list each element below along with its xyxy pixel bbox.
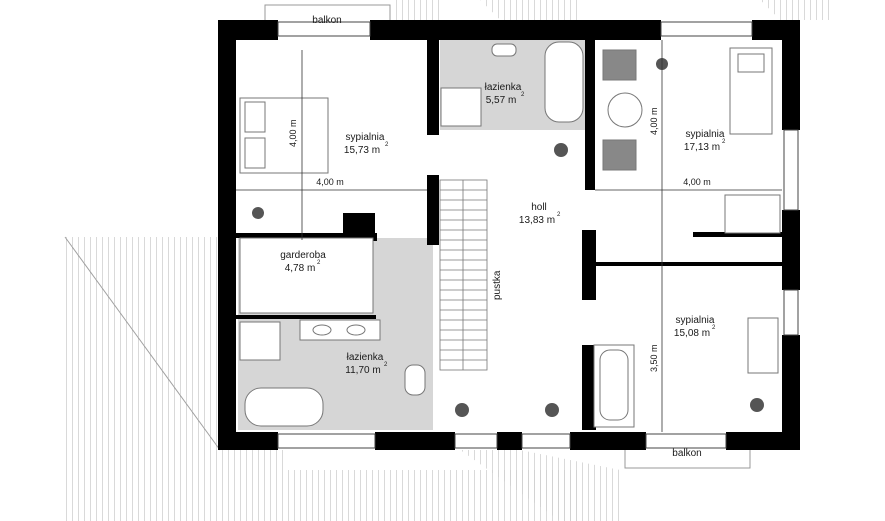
svg-text:2: 2 bbox=[317, 260, 321, 266]
walls bbox=[218, 20, 800, 450]
chair-1 bbox=[602, 49, 637, 81]
room-label-bedroom-ne: sypialnia 17,13 m 2 bbox=[684, 129, 726, 153]
sink-counter bbox=[299, 319, 381, 341]
svg-text:11,70 m: 11,70 m bbox=[345, 365, 380, 376]
room-label-bath-small: łazienka 5,57 m 2 bbox=[485, 82, 525, 106]
staircase bbox=[439, 179, 488, 371]
room-label-wardrobe: garderoba 4,78 m 2 bbox=[280, 250, 326, 274]
dimension-lines bbox=[236, 40, 782, 432]
svg-text:4,78 m: 4,78 m bbox=[285, 263, 316, 274]
svg-text:5,57 m: 5,57 m bbox=[486, 95, 517, 106]
desk-se bbox=[747, 317, 779, 374]
svg-text:2: 2 bbox=[722, 139, 726, 145]
svg-text:sypialnia: sypialnia bbox=[686, 129, 725, 140]
wardrobe-shelf bbox=[239, 237, 374, 314]
dim-nw-horizontal: 4,00 m bbox=[316, 177, 344, 187]
balcony-label-top: balkon bbox=[312, 15, 341, 26]
room-label-bedroom-nw: sypialnia 15,73 m 2 bbox=[344, 132, 389, 156]
svg-text:15,73 m: 15,73 m bbox=[344, 145, 380, 156]
room-label-void: pustka bbox=[492, 270, 503, 300]
bathtub-large bbox=[244, 387, 324, 427]
svg-text:łazienka: łazienka bbox=[485, 82, 522, 93]
sink-small bbox=[491, 43, 517, 57]
svg-text:17,13 m: 17,13 m bbox=[684, 142, 720, 153]
svg-text:łazienka: łazienka bbox=[347, 352, 384, 363]
roof-top bbox=[395, 0, 830, 20]
svg-text:13,83 m: 13,83 m bbox=[519, 215, 555, 226]
svg-text:holl: holl bbox=[531, 202, 547, 213]
balcony-label-bottom: balkon bbox=[672, 448, 701, 459]
dim-se-vertical: 3,50 m bbox=[649, 344, 659, 372]
dim-ne-vertical: 4,00 m bbox=[649, 107, 659, 135]
table-ne bbox=[607, 92, 643, 128]
windows bbox=[277, 21, 799, 449]
svg-text:2: 2 bbox=[712, 325, 716, 331]
svg-text:garderoba: garderoba bbox=[280, 250, 326, 261]
room-label-hall: holl 13,83 m 2 bbox=[519, 202, 561, 226]
shower bbox=[239, 321, 281, 361]
plants bbox=[252, 58, 764, 417]
svg-text:sypialnia: sypialnia bbox=[346, 132, 385, 143]
room-label-bath-large: łazienka 11,70 m 2 bbox=[345, 352, 388, 376]
room-label-bedroom-se: sypialnia 15,08 m 2 bbox=[674, 315, 716, 339]
svg-text:2: 2 bbox=[521, 92, 525, 98]
svg-text:2: 2 bbox=[557, 212, 561, 218]
svg-text:2: 2 bbox=[384, 362, 388, 368]
svg-text:sypialnia: sypialnia bbox=[676, 315, 715, 326]
desk-ne bbox=[724, 194, 781, 234]
dim-nw-vertical: 4,00 m bbox=[288, 119, 298, 147]
chair-2 bbox=[602, 139, 637, 171]
furniture bbox=[239, 41, 781, 428]
svg-text:15,08 m: 15,08 m bbox=[674, 328, 710, 339]
svg-text:2: 2 bbox=[385, 142, 389, 148]
roof-bottom bbox=[285, 450, 620, 521]
toilet-large bbox=[404, 364, 426, 396]
dim-ne-horizontal: 4,00 m bbox=[683, 177, 711, 187]
bathtub-small bbox=[544, 41, 584, 123]
shower-small bbox=[440, 87, 482, 127]
